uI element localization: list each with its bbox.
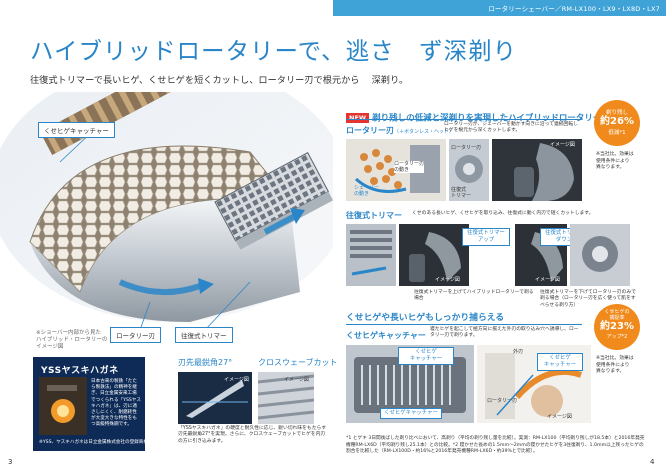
blade-angle-heading: 刃先最鋭角27° <box>178 358 233 367</box>
cutter-graphic <box>0 92 333 354</box>
rotary-desc: ロータリー刃が、シェーバーを動かす向きに沿って連続回転しヒゲを根元から深くカット… <box>444 122 578 134</box>
callout-trimmer: 往復式トリマー <box>175 327 233 343</box>
cross-wave-image: イメージ図 <box>257 372 315 424</box>
badge-catch-rate: くせヒゲの 捕捉率 約23% アップ*2 <box>594 304 640 350</box>
trimmer-image-label-2: イメージ図 <box>535 277 560 283</box>
new-badge: NEW <box>346 112 370 123</box>
face-silhouette-icon <box>492 139 582 201</box>
catcher-image-label: イメージ図 <box>547 414 572 420</box>
callout-rotary: ロータリー刃 <box>110 327 161 343</box>
catcher-outer-tag: 外刃 <box>513 349 524 355</box>
rotary-tag-shaver: シェーバー の動き <box>354 185 379 197</box>
side-note-2: ※当社比。効果は 使用条件により 異なります。 <box>596 356 634 374</box>
blade-image-label: イメージ図 <box>224 377 249 383</box>
head-closeup-icon <box>570 224 630 286</box>
cross-wave-heading: クロスウェーブカット <box>258 358 338 367</box>
catcher-tag-2: くせヒゲ キャッチャー <box>537 353 583 371</box>
series-label: ロータリーシェーバー／RM-LX100・LX9・LX8D・LX7 <box>488 5 660 13</box>
badge1-bottom: 低減*1 <box>608 130 626 136</box>
section2-title: くせヒゲや長いヒゲもしっかり捕らえる <box>346 313 505 323</box>
badge2-bottom: アップ*2 <box>606 334 628 340</box>
footnote: *1 とゲキ 3日間後ばした剃り比べにおいて、高剃り（平均の剃り残し量を比較）。… <box>346 436 645 454</box>
trimmer-photo-a <box>346 224 396 286</box>
page-number-right: 4 <box>650 458 655 466</box>
trimmer-up-photo: イメージ図 <box>399 224 469 286</box>
badge2-value: 約23% <box>600 321 634 332</box>
section1-rule <box>346 119 582 120</box>
page-headline: ハイブリッドロータリーで、逃さ ず深剃り <box>30 37 518 65</box>
rotary-tag-motion: ロータリー刃 の動き <box>394 161 425 173</box>
trimmer-image-label-1: イメージ図 <box>435 277 460 283</box>
catcher-label: くせヒゲキャッチャー <box>346 331 426 340</box>
callout-catcher: くせヒゲキャッチャー <box>38 122 115 138</box>
callout-leader-trimmer <box>204 281 251 331</box>
rotary-photo: ロータリー刃 の動き シェーバー の動き <box>346 139 446 201</box>
hybrid-rotary-illustration: くせヒゲキャッチャー ロータリー刃 往復式トリマー ※ショーバー内部から見た ハ… <box>0 92 333 354</box>
trimmer-grid-icon <box>346 224 396 286</box>
blade-angle-image: イメージ図 <box>178 372 252 424</box>
badge1-top: 剃り残し <box>605 110 628 116</box>
catcher-rotary-tag: ロータリー刃 <box>487 398 518 404</box>
trimmer-desc: くせのある長いヒゲ、くせヒゲを取り込み、往復式に動く内刃で短くカットします。 <box>412 211 594 216</box>
yss-note: ※YSS、ヤスキハガネは日立金属株式会社の登録商標です。 <box>39 440 162 445</box>
side-note-1: ※当社比。効果は 使用条件により 異なります。 <box>596 152 634 170</box>
rotary-image-label: イメージ図 <box>550 142 575 148</box>
badge-shave-residue: 剃り残し 約26% 低減*1 <box>594 100 640 146</box>
yss-panel: YSSヤスキハガネ 日本古来の製鉄「たたら製鉄法」の精神を継ぎ、日立金属安来工場… <box>33 357 161 451</box>
section1-title: 剃り残しの低減と深剃りを実現したハイブリッドロータリー <box>372 114 601 124</box>
blade-edge-icon <box>178 372 252 424</box>
rotary-label-text: ロータリー刃 <box>346 126 394 135</box>
rotary-tag-blade: ロータリー刃 <box>451 145 482 151</box>
cross-wave-icon <box>257 372 315 424</box>
lead-text: 往復式トリマーで長いヒゲ、くせヒゲを短くカットし、ロータリー刃で根元から 深剃り… <box>30 75 409 86</box>
yss-title: YSSヤスキハガネ <box>41 366 119 376</box>
page-number-left: 3 <box>8 458 13 466</box>
yss-body: 日本古来の製鉄「たたら製鉄法」の精神を継ぎ、日立金属安来工場でつくられる「YSS… <box>91 379 141 428</box>
section2-rule <box>346 324 582 325</box>
blade-caption: 「YSSヤスキハガネ」の硬度と耐久性に応じ、鋭い切れ味をもたらす刃先最鋭角27°… <box>178 426 327 444</box>
blade-icon <box>449 139 489 201</box>
catcher-diagram: 外刃 くせヒゲ キャッチャー ロータリー刃 イメージ図 <box>477 345 591 423</box>
section1-heading: NEW剃り残しの低減と深剃りを実現したハイブリッドロータリー <box>346 107 601 126</box>
trimmer-label: 往復式トリマー <box>346 211 402 220</box>
forge-icon <box>39 377 87 435</box>
badge1-value: 約26% <box>600 116 634 127</box>
trimmer-photo-b <box>570 224 630 286</box>
catcher-tag-bottom: くせヒゲキャッチャー <box>380 408 442 419</box>
catcher-desc: 寝たヒゲを起こして極方向に揃えた外刃の取り込み穴へ誘導し、ロータリー刃で剃ります… <box>430 327 579 339</box>
rotary-label-sub: （＋ボタンレス・ヘッド） <box>394 129 455 135</box>
forge-photo <box>39 377 87 435</box>
callout-leader-rotary <box>139 301 151 331</box>
series-band <box>333 0 666 16</box>
hero-note: ※ショーバー内部から見た ハイブリッド・ロータリーの イメージ図 <box>36 330 108 350</box>
trimmer-caption-1: 往復式トリマーを上げてハイブリッドロータリーで剃る場合 <box>414 290 534 302</box>
trimmer-caption-2: 往復式トリマーを下げてロータリー刃のみで剃る場合（ロータリー刃を広く使って肌をす… <box>540 290 636 308</box>
weave-image-label: イメージ図 <box>284 377 309 383</box>
rotary-blade-photo: ロータリー刃 往復式 トリマー <box>449 139 489 201</box>
rotary-label: ロータリー刃（＋ボタンレス・ヘッド） <box>346 125 454 136</box>
badge2-top: くせヒゲの 捕捉率 <box>604 309 630 321</box>
face-shave-photo: イメージ図 <box>492 139 582 201</box>
catcher-tag: くせヒゲ キャッチャー <box>398 347 454 365</box>
shaver-up-icon <box>399 224 469 286</box>
trimmer-up-tag: 往復式トリマー アップ <box>462 228 510 246</box>
rotary-tag-trimmer: 往復式 トリマー <box>451 187 472 199</box>
